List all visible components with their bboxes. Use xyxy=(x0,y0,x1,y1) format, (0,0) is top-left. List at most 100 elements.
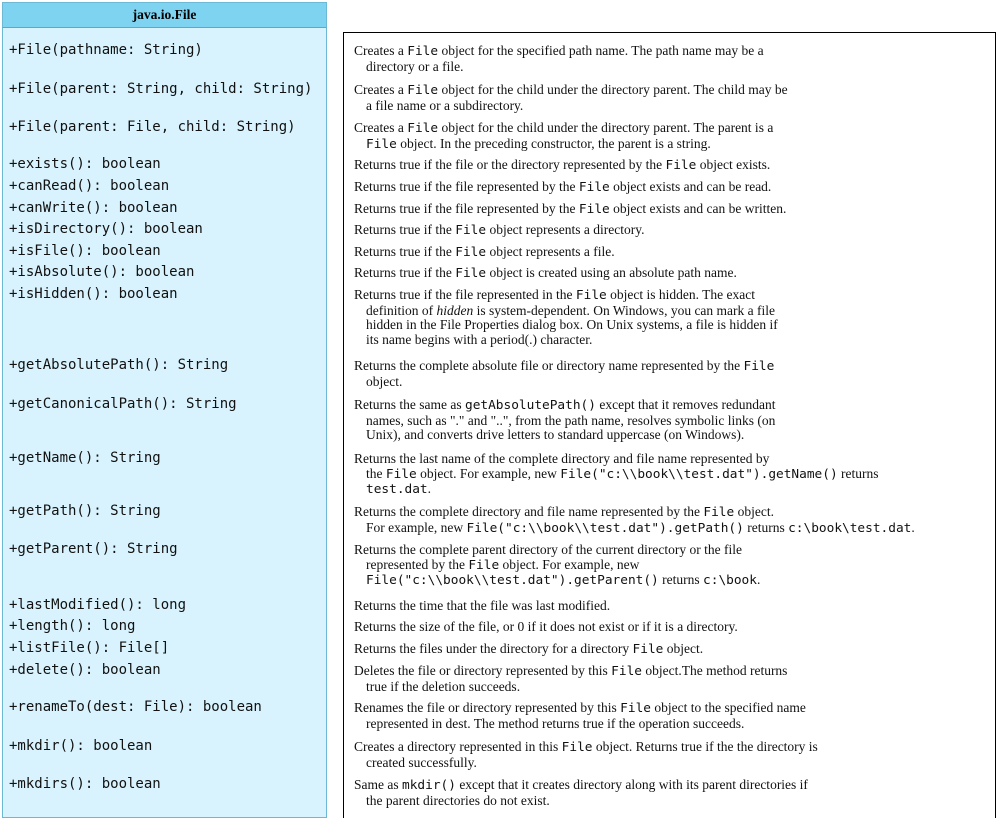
code-text: File("c:\\book\\test.dat").getParent() xyxy=(366,573,659,588)
description-line: its name begins with a period(.) charact… xyxy=(354,332,992,348)
method-signature: +getParent(): String xyxy=(9,541,178,557)
methods-panel xyxy=(2,28,327,818)
method-signature: +renameTo(dest: File): boolean xyxy=(9,699,262,715)
plain-text: Returns the files under the directory fo… xyxy=(354,641,633,656)
code-text: c:\book\test.dat xyxy=(788,520,912,536)
emphasis-text: hidden xyxy=(436,302,474,318)
plain-text: returns xyxy=(837,465,879,481)
description-line: Returns true if the File object represen… xyxy=(354,244,992,261)
plain-text: . xyxy=(911,519,915,535)
method-description: Returns true if the File object represen… xyxy=(354,244,992,261)
description-line: Returns the same as getAbsolutePath() ex… xyxy=(354,397,992,414)
description-line: Returns the time that the file was last … xyxy=(354,598,992,614)
method-signature: +isHidden(): boolean xyxy=(9,286,178,302)
method-description: Returns true if the File object is creat… xyxy=(354,265,992,282)
code-text: File xyxy=(578,202,610,217)
plain-text: Creates a xyxy=(354,43,408,58)
plain-text: Returns the complete parent directory of… xyxy=(354,542,742,557)
method-description: Returns true if the file represented by … xyxy=(354,179,992,196)
description-line: the File object. For example, new File("… xyxy=(354,465,992,483)
method-signature: +isDirectory(): boolean xyxy=(9,221,203,237)
method-signature: +delete(): boolean xyxy=(9,662,161,678)
plain-text: Returns true if the file represented in … xyxy=(354,287,576,302)
method-description: Returns true if the File object represen… xyxy=(354,222,992,239)
method-description: Renames the file or directory represente… xyxy=(354,700,992,731)
plain-text: returns xyxy=(658,572,704,587)
description-line: Returns the complete absolute file or di… xyxy=(354,358,992,375)
plain-text: Returns true if the file represented by … xyxy=(354,179,579,194)
code-text: File xyxy=(407,83,439,98)
method-description: Returns the same as getAbsolutePath() ex… xyxy=(354,397,992,443)
class-name: java.io.File xyxy=(132,7,197,22)
plain-text: Returns true if the file or the director… xyxy=(354,157,666,172)
plain-text: Returns true if the xyxy=(354,265,456,280)
code-text: File xyxy=(611,664,642,679)
plain-text: Unix), and converts drive letters to sta… xyxy=(366,427,745,442)
description-line: File object. In the preceding constructo… xyxy=(354,135,992,153)
plain-text: Returns the same as xyxy=(354,397,465,412)
method-signature: +mkdirs(): boolean xyxy=(9,776,161,792)
plain-text: Returns the complete directory and file … xyxy=(354,504,704,519)
plain-text: object. xyxy=(663,641,704,656)
plain-text: object. In the preceding constructor, th… xyxy=(396,135,711,151)
plain-text: Deletes the file or directory represente… xyxy=(354,663,612,678)
description-line: test.dat. xyxy=(354,481,992,498)
code-text: mkdir() xyxy=(402,778,456,793)
description-line: hidden in the File Properties dialog box… xyxy=(354,317,992,333)
code-text: File xyxy=(703,505,735,520)
plain-text: object. For example, new xyxy=(416,465,561,481)
plain-text: . xyxy=(427,481,432,496)
method-description: Returns true if the file represented in … xyxy=(354,287,992,348)
description-line: Creates a File object for the child unde… xyxy=(354,82,992,99)
description-line: Unix), and converts drive letters to sta… xyxy=(354,427,992,443)
plain-text: definition of xyxy=(366,302,437,318)
description-line: Renames the file or directory represente… xyxy=(354,700,992,717)
description-line: a file name or a subdirectory. xyxy=(354,98,992,114)
description-line: Returns true if the file represented by … xyxy=(354,179,992,196)
method-description: Creates a directory represented in this … xyxy=(354,739,992,770)
method-description: Returns the time that the file was last … xyxy=(354,598,992,614)
code-text: File xyxy=(665,158,697,173)
plain-text: object for the child under the directory… xyxy=(438,82,788,97)
description-line: the parent directories do not exist. xyxy=(354,793,992,809)
description-line: Returns true if the file or the director… xyxy=(354,157,992,174)
method-description: Returns true if the file represented by … xyxy=(354,201,992,218)
code-text: File xyxy=(455,245,487,260)
plain-text: Creates a xyxy=(354,120,408,135)
description-line: true if the deletion succeeds. xyxy=(354,679,992,695)
plain-text: object to the specified name xyxy=(651,700,806,715)
description-line: Returns true if the file represented by … xyxy=(354,201,992,218)
plain-text: For example, new xyxy=(366,519,467,535)
method-description: Returns the size of the file, or 0 if it… xyxy=(354,619,992,635)
description-line: Returns the complete parent directory of… xyxy=(354,542,992,558)
plain-text: object. For example, new xyxy=(499,556,640,572)
plain-text: object. Returns true if the the director… xyxy=(592,739,818,754)
method-signature: +canWrite(): boolean xyxy=(9,200,178,216)
method-description: Returns the last name of the complete di… xyxy=(354,451,992,498)
description-line: Creates a File object for the child unde… xyxy=(354,120,992,137)
method-description: Returns the complete parent directory of… xyxy=(354,542,992,589)
method-description: Same as mkdir() except that it creates d… xyxy=(354,777,992,809)
code-text: File xyxy=(578,180,610,195)
plain-text: Creates a xyxy=(354,82,408,97)
code-text: File("c:\\book\\test.dat").getPath() xyxy=(466,520,744,536)
method-signature: +lastModified(): long xyxy=(9,597,187,613)
plain-text: the xyxy=(366,465,386,481)
method-description: Returns true if the file or the director… xyxy=(354,157,992,174)
description-line: Returns the files under the directory fo… xyxy=(354,641,992,658)
method-description: Returns the files under the directory fo… xyxy=(354,641,992,658)
method-signature: +getPath(): String xyxy=(9,503,161,519)
plain-text: represented in dest. The method returns … xyxy=(366,715,745,731)
method-signature: +length(): long xyxy=(9,618,136,634)
description-line: File("c:\\book\\test.dat").getParent() r… xyxy=(354,572,992,589)
description-line: Same as mkdir() except that it creates d… xyxy=(354,777,992,794)
code-text: File xyxy=(407,121,439,136)
method-description: Creates a File object for the child unde… xyxy=(354,120,992,153)
method-description: Creates a File object for the specified … xyxy=(354,43,992,74)
plain-text: Renames the file or directory represente… xyxy=(354,700,621,715)
description-line: Returns the size of the file, or 0 if it… xyxy=(354,619,992,635)
code-text: File xyxy=(575,288,607,303)
plain-text: Creates a directory represented in this xyxy=(354,739,562,754)
method-signature: +File(pathname: String) xyxy=(9,42,203,58)
plain-text: Returns the last name of the complete di… xyxy=(354,451,770,466)
